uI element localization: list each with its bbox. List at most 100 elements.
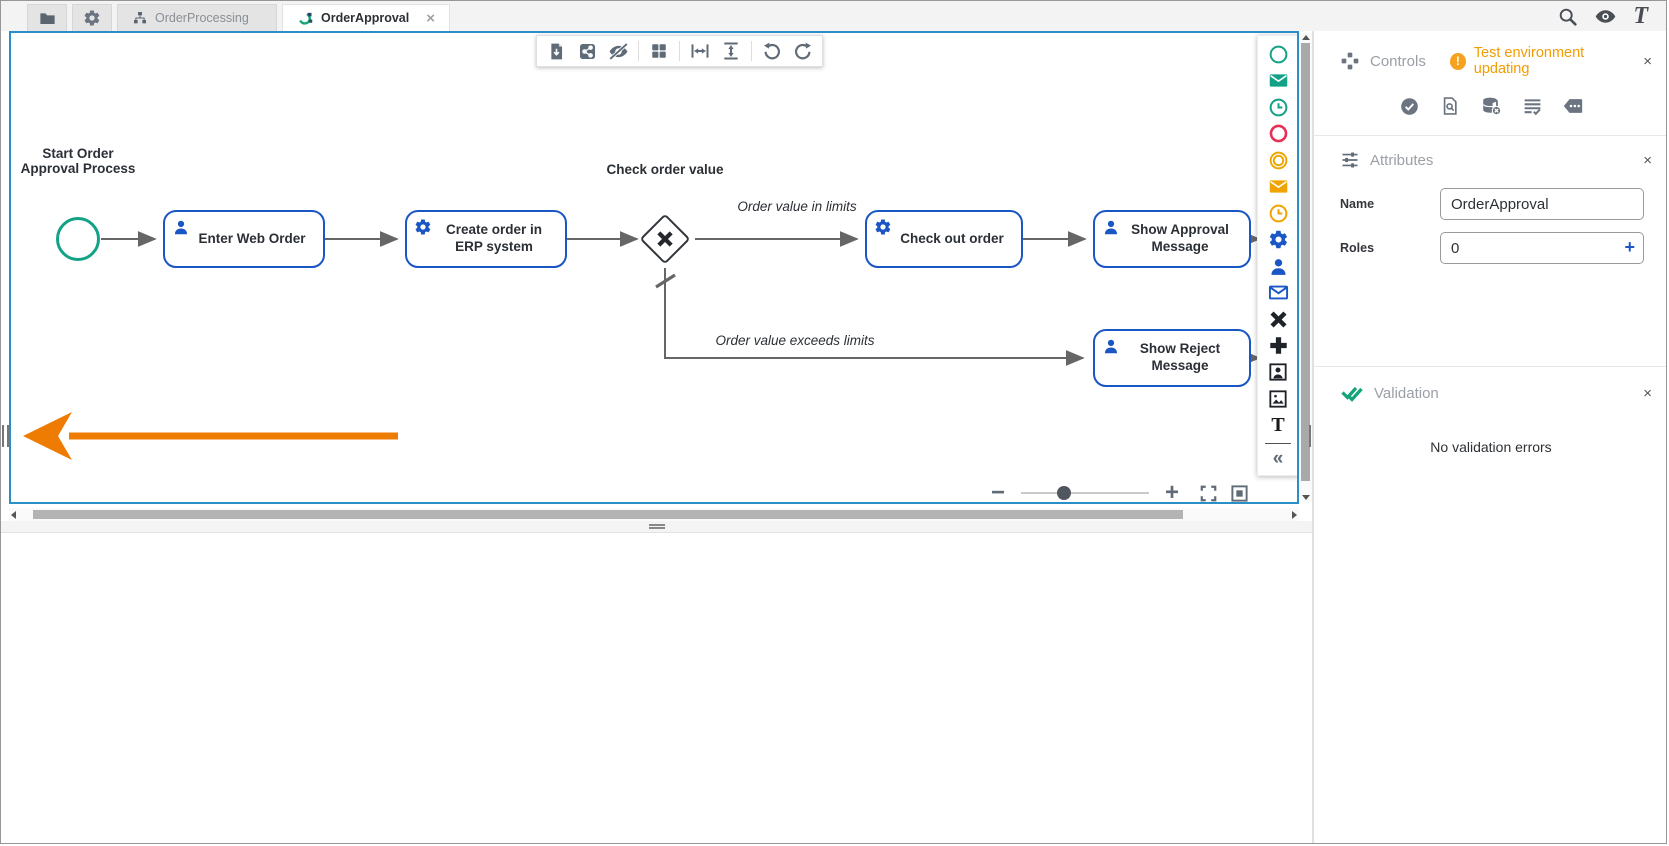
undo-icon[interactable] xyxy=(761,40,783,62)
zoom-in-button[interactable]: + xyxy=(1164,479,1179,504)
redo-icon[interactable] xyxy=(792,40,814,62)
tab-order-processing[interactable]: OrderProcessing xyxy=(117,4,277,31)
parallel-gateway-icon[interactable] xyxy=(1266,335,1290,357)
controls-buttons xyxy=(1314,85,1666,135)
canvas-vertical-scrollbar[interactable] xyxy=(1299,33,1312,502)
process-icon xyxy=(297,10,314,27)
validation-header: Validation × xyxy=(1314,367,1666,413)
scroll-left-icon[interactable] xyxy=(11,511,16,519)
eye-icon[interactable] xyxy=(1594,5,1617,28)
task-enter-web-order[interactable]: Enter Web Order xyxy=(163,210,325,268)
horizontal-splitter[interactable] xyxy=(1,521,1312,532)
user-task-icon xyxy=(172,218,190,236)
file-search-icon[interactable] xyxy=(1439,95,1461,117)
attributes-icon xyxy=(1340,150,1360,170)
fullscreen-icon[interactable] xyxy=(1199,484,1218,503)
service-task-icon xyxy=(874,218,892,236)
tab-files[interactable] xyxy=(27,4,67,31)
vertical-scroll-thumb[interactable] xyxy=(1301,43,1310,481)
task-label: Show Reject Message xyxy=(1139,341,1221,373)
folder-icon xyxy=(38,9,57,28)
gateway-label[interactable]: Check order value xyxy=(606,162,724,177)
tab-order-approval[interactable]: OrderApproval × xyxy=(282,4,450,31)
warning-icon: ! xyxy=(1449,52,1466,70)
database-remove-icon[interactable] xyxy=(1480,95,1502,117)
task-check-out-order[interactable]: Check out order xyxy=(865,210,1023,268)
left-edge-splitter-grip[interactable] xyxy=(2,425,9,447)
close-tab-icon[interactable]: × xyxy=(426,9,435,27)
scroll-up-icon[interactable] xyxy=(1302,35,1310,40)
section-divider xyxy=(1314,135,1666,136)
intermediate-event-icon[interactable] xyxy=(1266,149,1290,171)
close-attributes-icon[interactable]: × xyxy=(1643,151,1652,169)
zoom-slider-thumb[interactable] xyxy=(1056,486,1071,500)
flow-label-in-limits[interactable]: Order value in limits xyxy=(737,199,857,214)
check-circle-icon[interactable] xyxy=(1398,95,1420,117)
task-label: Enter Web Order xyxy=(198,230,306,246)
exclusive-gateway-node[interactable] xyxy=(639,213,691,265)
image-icon[interactable] xyxy=(1266,388,1290,410)
scroll-right-icon[interactable] xyxy=(1292,511,1297,519)
zoom-slider[interactable] xyxy=(1020,486,1149,500)
list-check-icon[interactable] xyxy=(1521,95,1543,117)
tab-label: OrderApproval xyxy=(321,11,410,25)
add-role-button[interactable]: + xyxy=(1624,237,1635,257)
zoom-out-button[interactable]: − xyxy=(990,479,1005,504)
flow-label-exceeds-limits[interactable]: Order value exceeds limits xyxy=(715,333,875,348)
tab-label: OrderProcessing xyxy=(155,11,249,25)
roles-input[interactable] xyxy=(1440,232,1644,264)
diagram-canvas[interactable]: Start Order Approval Process Enter Web O… xyxy=(9,31,1299,504)
message-intermediate-event-icon[interactable] xyxy=(1266,176,1290,198)
task-label: Check out order xyxy=(900,230,1004,246)
horizontal-scroll-thumb[interactable] xyxy=(33,510,1183,519)
top-bar: OrderProcessing OrderApproval × T xyxy=(1,1,1666,31)
share-icon[interactable] xyxy=(576,40,598,62)
environment-warning: ! Test environment updating xyxy=(1449,45,1633,77)
search-icon[interactable] xyxy=(1557,6,1578,27)
grid-icon[interactable] xyxy=(648,40,670,62)
exclusive-gateway-icon xyxy=(655,229,675,249)
eye-off-icon[interactable] xyxy=(607,40,629,62)
fit-height-icon[interactable] xyxy=(720,40,742,62)
validation-message: No validation errors xyxy=(1430,439,1552,455)
task-create-order-erp[interactable]: Create order in ERP system xyxy=(405,210,567,268)
start-event-label[interactable]: Start Order Approval Process xyxy=(20,146,136,176)
text-icon[interactable]: T xyxy=(1271,414,1285,436)
task-show-reject-message[interactable]: Show Reject Message xyxy=(1093,329,1251,387)
service-task-icon[interactable] xyxy=(1266,229,1290,251)
task-label: Create order in ERP system xyxy=(445,222,543,254)
collapse-palette-icon[interactable]: « xyxy=(1272,448,1284,470)
start-event-node[interactable] xyxy=(56,217,100,261)
close-validation-icon[interactable]: × xyxy=(1643,384,1652,402)
fit-view-icon[interactable] xyxy=(1230,484,1249,503)
controls-icon xyxy=(1340,51,1360,71)
exclusive-gateway-icon[interactable] xyxy=(1266,308,1290,330)
hierarchy-icon xyxy=(132,10,148,26)
bottom-panel[interactable] xyxy=(1,532,1312,843)
task-show-approval-message[interactable]: Show Approval Message xyxy=(1093,210,1251,268)
message-task-icon[interactable] xyxy=(1266,282,1290,304)
canvas-horizontal-scrollbar[interactable] xyxy=(9,508,1299,521)
attributes-title: Attributes xyxy=(1370,151,1434,169)
element-palette: T « xyxy=(1257,35,1297,476)
fit-width-icon[interactable] xyxy=(689,40,711,62)
attributes-body: Name Roles + xyxy=(1314,178,1666,366)
close-controls-icon[interactable]: × xyxy=(1643,52,1652,70)
toolbar-separator xyxy=(638,41,639,61)
file-download-icon[interactable] xyxy=(545,40,567,62)
user-annotation-icon[interactable] xyxy=(1266,361,1290,383)
end-event-icon[interactable] xyxy=(1266,123,1290,145)
splitter-grip-icon[interactable] xyxy=(649,524,665,529)
start-event-icon[interactable] xyxy=(1266,43,1290,65)
tab-settings[interactable] xyxy=(72,4,112,31)
scroll-down-icon[interactable] xyxy=(1302,495,1310,500)
name-input[interactable] xyxy=(1440,188,1644,220)
user-task-icon[interactable] xyxy=(1266,255,1290,277)
tag-dots-icon[interactable] xyxy=(1562,95,1584,117)
default-flow-marker xyxy=(655,273,676,289)
message-start-event-icon[interactable] xyxy=(1266,70,1290,92)
timer-intermediate-event-icon[interactable] xyxy=(1266,202,1290,224)
validation-title: Validation xyxy=(1374,384,1439,402)
timer-start-event-icon[interactable] xyxy=(1266,96,1290,118)
panel-divider xyxy=(1312,31,1314,843)
